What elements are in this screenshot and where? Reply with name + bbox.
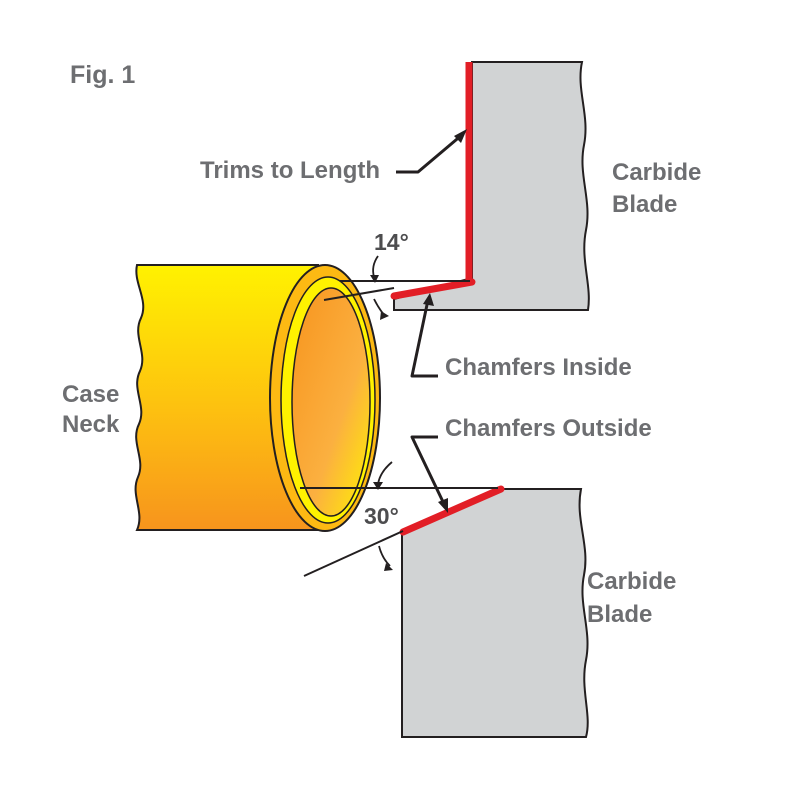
callout-leaders: [396, 132, 464, 507]
case-neck-body: [134, 264, 319, 531]
upper-carbide-blade: [393, 61, 590, 311]
angle-arrowheads: [370, 275, 393, 571]
chamfers-inside-label: Chamfers Inside: [445, 354, 632, 381]
lower-blade-label-line1: Carbide: [587, 568, 676, 595]
lower-blade-label-line2: Blade: [587, 601, 652, 628]
case-neck-label-line2: Neck: [62, 411, 120, 438]
callout-arrowheads: [423, 129, 467, 513]
angle-reference-lines: [300, 280, 498, 577]
case-mouth-inner-bore: [291, 287, 371, 517]
upper-blade-label-line1: Carbide: [612, 159, 701, 186]
trims-to-length-label: Trims to Length: [200, 157, 380, 184]
inside-chamfer-angle-label: 14°: [374, 229, 409, 255]
chamfers-outside-label: Chamfers Outside: [445, 415, 652, 442]
figure-title: Fig. 1: [70, 61, 135, 89]
upper-blade-label-line2: Blade: [612, 191, 677, 218]
lower-carbide-blade: [401, 488, 589, 738]
outside-chamfer-edge: [399, 485, 505, 536]
inside-chamfer-edge: [390, 278, 476, 300]
outside-chamfer-angle-label: 30°: [364, 503, 399, 529]
case-neck-label-line1: Case: [62, 381, 119, 408]
